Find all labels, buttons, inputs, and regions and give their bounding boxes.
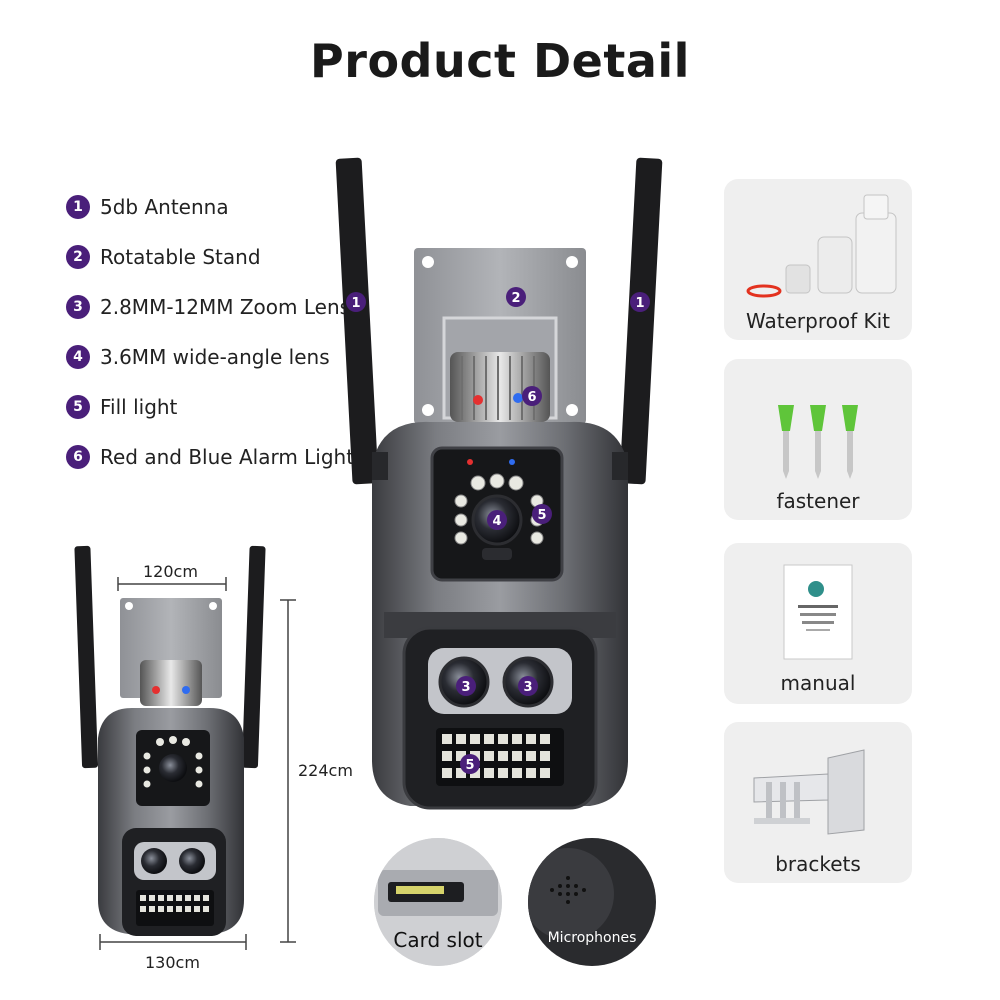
- svg-text:2: 2: [511, 291, 520, 306]
- brackets-image: [753, 749, 865, 835]
- svg-text:3: 3: [461, 680, 470, 695]
- feature-item: 2 Rotatable Stand: [66, 232, 354, 282]
- accessory-fastener: fastener: [724, 359, 912, 520]
- card-slot-label: Card slot: [393, 928, 483, 952]
- dimension-height: 224cm: [298, 761, 353, 780]
- callout-stand: 2: [506, 287, 526, 307]
- dimension-width-top: 120cm: [143, 562, 198, 581]
- accessory-brackets: brackets: [724, 722, 912, 883]
- brackets-label: brackets: [775, 852, 861, 876]
- svg-text:5: 5: [465, 758, 474, 773]
- feature-item: 6 Red and Blue Alarm Light: [66, 432, 354, 482]
- svg-text:3: 3: [523, 680, 532, 695]
- feature-label: 5db Antenna: [100, 195, 229, 219]
- feature-label: 3.6MM wide-angle lens: [100, 345, 330, 369]
- antenna-right: [619, 157, 663, 485]
- svg-text:1: 1: [351, 296, 360, 311]
- callout-alarm-light: 6: [522, 386, 542, 406]
- fastener-image: [778, 405, 858, 479]
- microphone-image: [528, 838, 656, 966]
- feature-label: Fill light: [100, 395, 178, 419]
- feature-number-badge: 5: [66, 395, 90, 419]
- feature-list: 1 5db Antenna 2 Rotatable Stand 3 2.8MM-12M…: [66, 182, 354, 482]
- waterproof-kit-label: Waterproof Kit: [746, 309, 890, 333]
- svg-text:6: 6: [527, 390, 536, 405]
- manual-label: manual: [780, 671, 856, 695]
- feature-item: 1 5db Antenna: [66, 182, 354, 232]
- dimension-lines: [99, 577, 296, 950]
- callout-antenna-right: 1: [630, 292, 650, 312]
- callout-zoom-right: 3: [518, 676, 538, 696]
- feature-item: 4 3.6MM wide-angle lens: [66, 332, 354, 382]
- svg-text:1: 1: [635, 296, 644, 311]
- manual-image: [783, 564, 853, 660]
- feature-number-badge: 4: [66, 345, 90, 369]
- card-slot-image: [374, 838, 502, 966]
- feature-number-badge: 3: [66, 295, 90, 319]
- accessory-waterproof-kit: Waterproof Kit: [724, 179, 912, 340]
- accessory-manual: manual: [724, 543, 912, 704]
- feature-item: 3 2.8MM-12MM Zoom Lens: [66, 282, 354, 332]
- antenna-left: [335, 157, 379, 485]
- feature-number-badge: 2: [66, 245, 90, 269]
- feature-number-badge: 1: [66, 195, 90, 219]
- feature-label: Rotatable Stand: [100, 245, 261, 269]
- feature-number-badge: 6: [66, 445, 90, 469]
- callout-fill-light-bottom: 5: [460, 754, 480, 774]
- feature-label: Red and Blue Alarm Light: [100, 445, 355, 469]
- callout-wide-lens: 4: [487, 510, 507, 530]
- waterproof-kit-image: [746, 194, 897, 298]
- page-title: Product Detail: [310, 34, 690, 88]
- callout-zoom-left: 3: [456, 676, 476, 696]
- callout-fill-light-top: 5: [532, 504, 552, 524]
- svg-text:5: 5: [537, 508, 546, 523]
- card-slot-detail: Card slot: [374, 838, 502, 966]
- microphones-label: Microphones: [547, 930, 637, 946]
- feature-item: 5 Fill light: [66, 382, 354, 432]
- microphones-detail: Microphones: [528, 838, 656, 966]
- fastener-label: fastener: [776, 489, 860, 513]
- feature-label: 2.8MM-12MM Zoom Lens: [100, 295, 351, 319]
- dimension-width-bottom: 130cm: [145, 953, 200, 972]
- svg-text:4: 4: [492, 514, 501, 529]
- callout-antenna-left: 1: [346, 292, 366, 312]
